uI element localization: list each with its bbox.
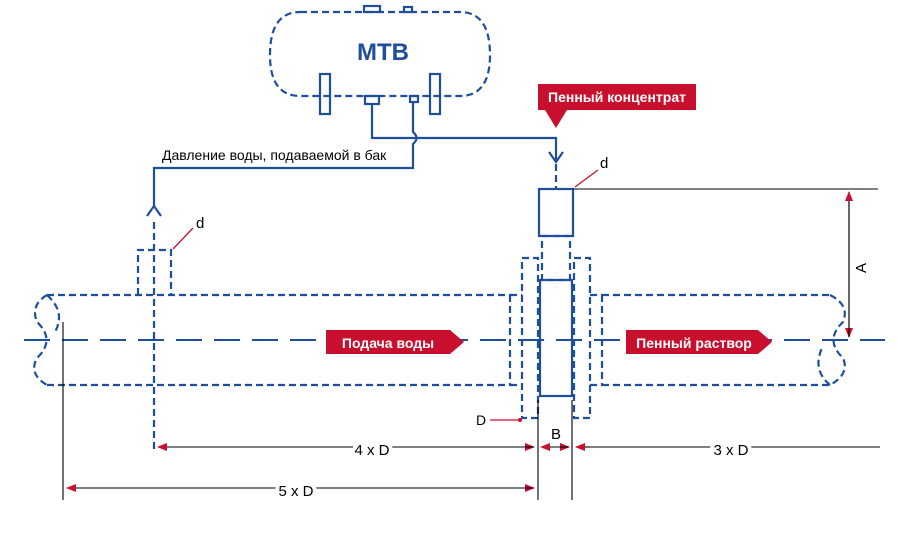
leader-d-left <box>172 227 194 250</box>
water-supply-tag: Подача воды <box>326 330 464 354</box>
pressure-tap <box>136 222 173 450</box>
dim-4xD-label: 4 x D <box>354 442 389 459</box>
foam-concentrate-label: Пенный концентрат <box>548 89 686 105</box>
dimensions <box>62 188 880 500</box>
D-label: D <box>476 412 486 428</box>
foam-solution-tag: Пенный раствор <box>626 330 772 354</box>
foam-concentrate-tag: Пенный концентрат <box>538 84 696 128</box>
concentrate-line <box>370 104 558 160</box>
water-pressure-label: Давление воды, подаваемой в бак <box>162 147 387 163</box>
A-label: A <box>853 263 870 273</box>
d-label-right: d <box>600 155 608 172</box>
pressure-arrow <box>146 204 162 217</box>
tank-label: MTB <box>357 39 409 66</box>
dim-5xD-label: 5 x D <box>278 483 313 500</box>
foam-solution-label: Пенный раствор <box>636 335 752 351</box>
B-label: B <box>551 426 561 443</box>
proportioner <box>508 164 604 420</box>
main-pipe <box>33 293 846 387</box>
leader-d-right <box>574 169 599 188</box>
dim-3xD-label: 3 x D <box>713 442 748 459</box>
water-supply-label: Подача воды <box>342 335 434 351</box>
d-label-left: d <box>196 215 204 232</box>
pressure-line <box>152 102 418 208</box>
concentrate-arrow <box>548 151 564 164</box>
tank: MTB <box>268 4 492 116</box>
